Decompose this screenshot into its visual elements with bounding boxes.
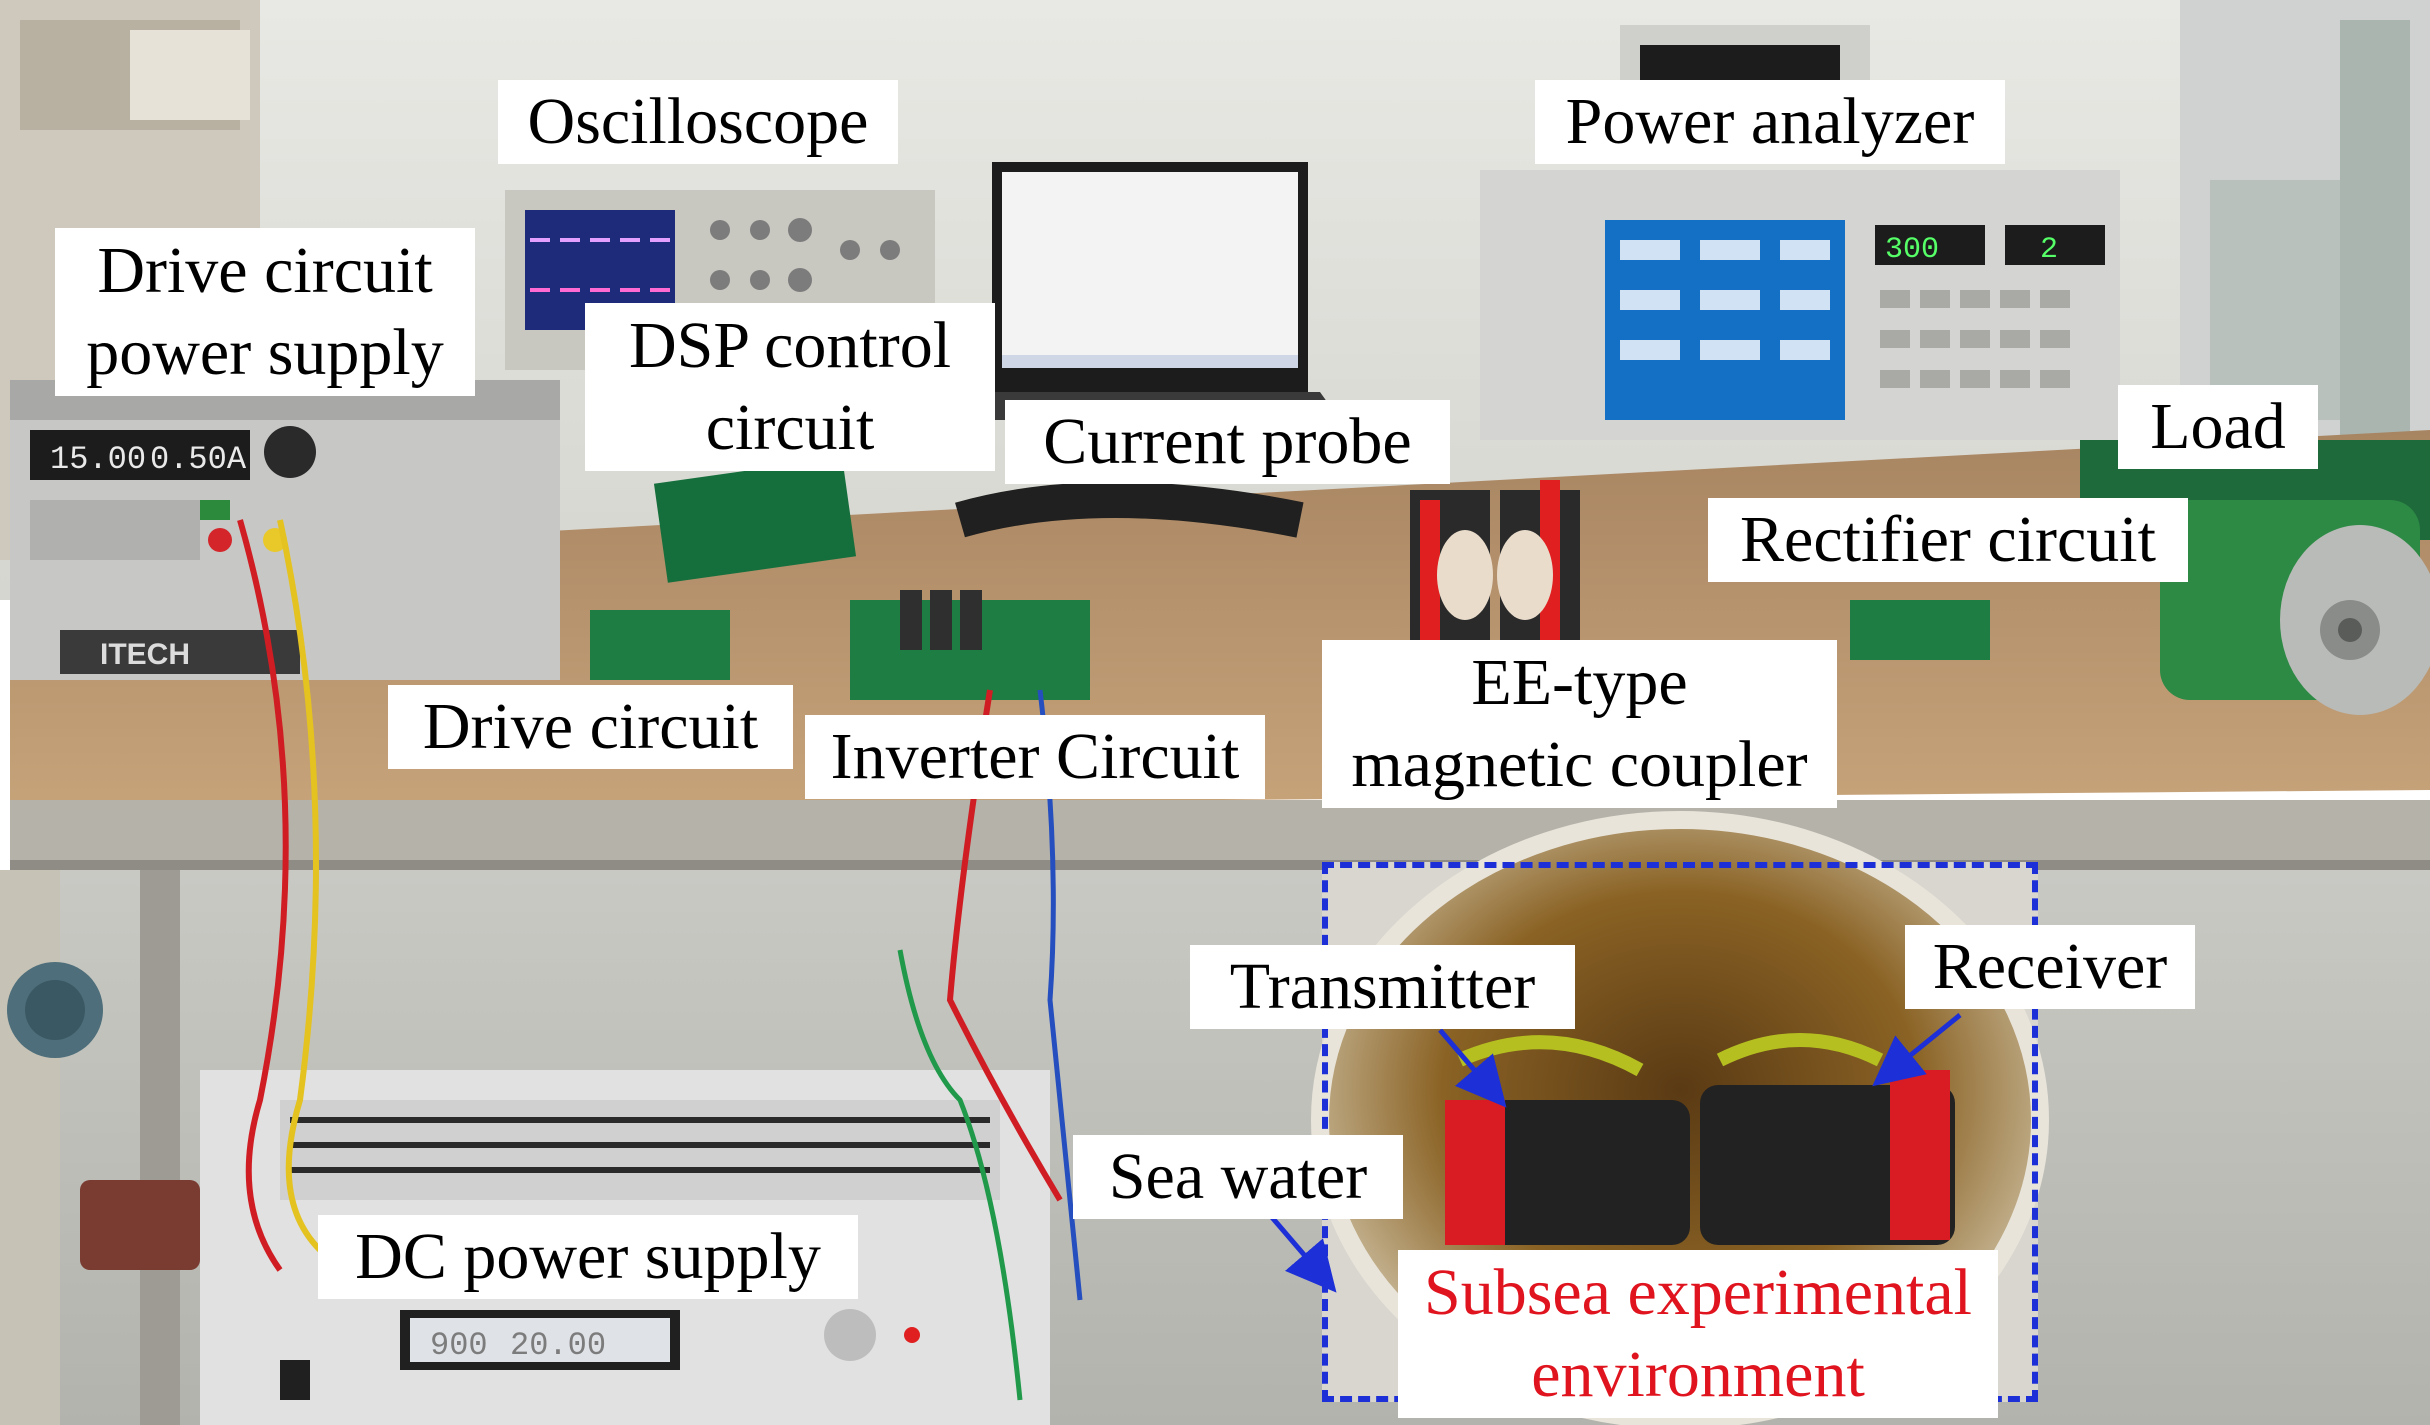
power-analyzer-label: Power analyzer	[1535, 80, 2005, 164]
subsea-line1: Subsea experimental	[1424, 1256, 1972, 1329]
itech-voltage-readout: 15.00	[50, 441, 146, 478]
table-front-edge	[10, 800, 2430, 870]
inverter-board	[850, 590, 1090, 700]
ee-coupler	[1410, 480, 1580, 650]
oscilloscope-label: Oscilloscope	[498, 80, 898, 164]
rectifier-board	[1850, 600, 1990, 660]
dc-power-supply-label: DC power supply	[318, 1215, 858, 1299]
load-label: Load	[2118, 385, 2318, 469]
receiver-coil	[1700, 1070, 1955, 1245]
ee-coupler-line2: magnetic coupler	[1351, 728, 1808, 801]
rectifier-circuit-label: Rectifier circuit	[1708, 498, 2188, 582]
dsp-control-circuit-label: DSP control circuit	[585, 303, 995, 471]
ee-coupler-line1: EE-type	[1471, 646, 1688, 719]
drive-circuit-label: Drive circuit	[388, 685, 793, 769]
dc-power-supply: 900 20.00	[200, 1070, 1050, 1425]
ee-coupler-label: EE-type magnetic coupler	[1322, 640, 1837, 808]
dc-voltage-readout: 900	[430, 1327, 488, 1364]
drive-circuit-power-supply-line2: power supply	[86, 316, 444, 389]
transmitter-coil	[1445, 1100, 1690, 1245]
drive-circuit-power-supply-label: Drive circuit power supply	[55, 228, 475, 396]
dc-current-readout: 20.00	[510, 1327, 606, 1364]
subsea-line2: environment	[1531, 1338, 1865, 1411]
green-cable	[897, 949, 1023, 1401]
yellow-cable	[277, 519, 323, 1253]
dsp-board	[653, 457, 857, 583]
dsp-control-circuit-line2: circuit	[705, 391, 875, 464]
subsea-environment-label: Subsea experimental environment	[1398, 1250, 1998, 1418]
analyzer-right-readout: 2	[2040, 233, 2058, 267]
current-probe	[955, 482, 1304, 538]
red-cable	[237, 519, 289, 1272]
receiver-label: Receiver	[1905, 925, 2195, 1009]
itech-brand: ITECH	[100, 638, 190, 671]
analyzer-left-readout: 300	[1885, 233, 1939, 267]
transmitter-label: Transmitter	[1190, 945, 1575, 1029]
drive-circuit-power-supply-line1: Drive circuit	[97, 234, 433, 307]
dsp-control-circuit-line1: DSP control	[628, 309, 952, 382]
sea-water-arrow	[1268, 1213, 1337, 1293]
drive-board	[590, 610, 730, 680]
receiver-arrow	[1872, 1013, 1962, 1087]
itech-current-readout: 0.50A	[150, 441, 247, 478]
current-probe-label: Current probe	[1005, 400, 1450, 484]
sea-water-label: Sea water	[1073, 1135, 1403, 1219]
laptop	[960, 162, 1340, 420]
transmitter-arrow	[1438, 1028, 1507, 1108]
power-analyzer: 300 2	[1480, 25, 2120, 440]
inverter-circuit-label: Inverter Circuit	[805, 715, 1265, 799]
